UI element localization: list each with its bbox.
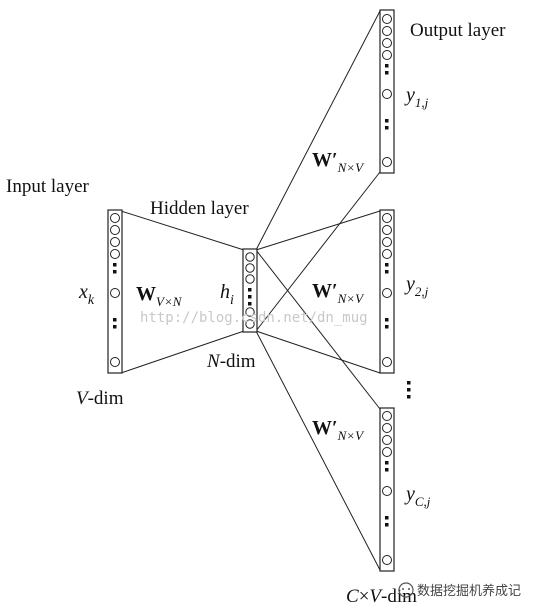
output-node <box>382 555 392 565</box>
output-node <box>382 288 392 298</box>
input-node <box>110 288 120 298</box>
n-dim-label: N-dim <box>206 351 256 372</box>
output-node <box>382 447 392 457</box>
input-layer-title: Input layer <box>6 176 90 197</box>
edge-hidden-out2-top <box>255 210 381 251</box>
edge-hidden-out1-top <box>255 10 381 251</box>
input-node <box>110 357 120 367</box>
wechat-logo-badge: 数据挖掘机养成记 <box>398 582 521 599</box>
input-weight-label: WV×N <box>136 283 183 309</box>
edge-hidden-outc-bottom <box>255 330 381 571</box>
hidden-layer-title: Hidden layer <box>150 198 249 219</box>
output-node <box>382 423 392 433</box>
edge-input-bottom-hidden <box>120 330 245 374</box>
hidden-vector-label: hi <box>220 281 234 308</box>
edge-hidden-out1-bottom <box>255 171 381 332</box>
input-vector-label: xk <box>78 281 95 308</box>
edge-hidden-outc-top <box>255 249 381 410</box>
output-node <box>382 14 392 24</box>
watermark-url: http://blog.csdn.net/dn_mug <box>140 310 368 326</box>
output-node <box>382 89 392 99</box>
hidden-node <box>245 252 255 262</box>
hidden-node <box>245 263 255 273</box>
output-y-label-2: y2,j <box>404 273 429 299</box>
output-node <box>382 50 392 60</box>
input-node <box>110 249 120 259</box>
input-node <box>110 213 120 223</box>
input-node <box>110 237 120 247</box>
hidden-layer-column <box>242 248 258 333</box>
logo-text: 数据挖掘机养成记 <box>417 583 521 599</box>
hidden-node <box>245 307 255 317</box>
output-node <box>382 26 392 36</box>
output-node <box>382 225 392 235</box>
network-edges <box>120 10 381 571</box>
output-weight-label-1: W′N×V <box>312 149 365 175</box>
output-node <box>382 213 392 223</box>
output-node <box>382 249 392 259</box>
output-column-2 <box>379 209 395 374</box>
output-column-1 <box>379 9 395 174</box>
cv-dim-label: C×V-dim <box>346 586 417 607</box>
edge-hidden-out2-bottom <box>255 330 381 374</box>
output-ellipsis <box>407 381 411 399</box>
output-y-label-1: y1,j <box>404 84 429 110</box>
output-node <box>382 411 392 421</box>
hidden-node <box>245 319 255 329</box>
output-node <box>382 435 392 445</box>
output-node <box>382 38 392 48</box>
output-node <box>382 157 392 167</box>
input-node <box>110 225 120 235</box>
output-layer-title: Output layer <box>410 20 506 41</box>
output-weight-label-c: W′N×V <box>312 417 365 443</box>
output-y-label-c: yC,j <box>404 483 431 509</box>
v-dim-label: V-dim <box>76 388 124 409</box>
input-layer-column <box>107 209 123 374</box>
output-node <box>382 486 392 496</box>
wechat-icon <box>398 582 414 598</box>
output-node <box>382 237 392 247</box>
edge-input-top-hidden <box>120 210 245 251</box>
output-column-c <box>379 407 395 572</box>
hidden-node <box>245 274 255 284</box>
output-node <box>382 357 392 367</box>
output-weight-label-2: W′N×V <box>312 280 365 306</box>
